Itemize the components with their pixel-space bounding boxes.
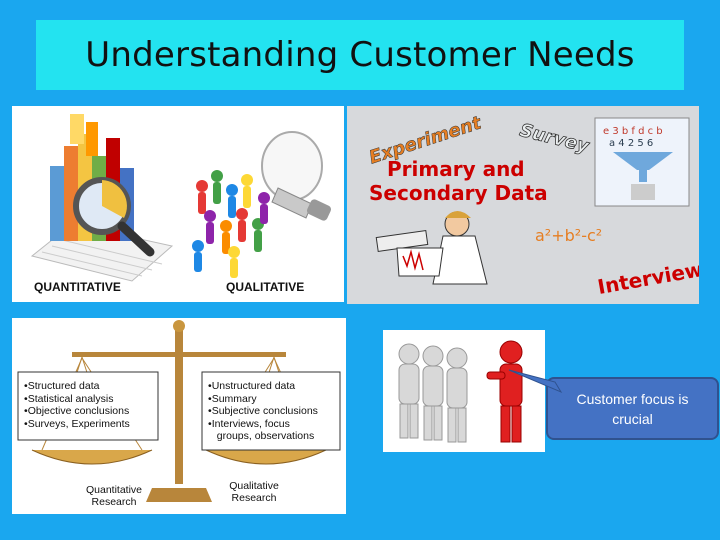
list-item: Unstructured data bbox=[208, 380, 318, 393]
data-collection-illustration: e 3 b f d c b a 4 2 5 6 bbox=[375, 117, 690, 285]
list-item: Surveys, Experiments bbox=[24, 418, 130, 431]
list-item: Subjective conclusions bbox=[208, 405, 318, 418]
slide-title: Understanding Customer Needs bbox=[85, 35, 635, 75]
quantitative-bullet-list: Structured data Statistical analysis Obj… bbox=[24, 380, 130, 430]
research-scale-panel: Structured data Statistical analysis Obj… bbox=[12, 318, 346, 514]
primary-secondary-data-panel: e 3 b f d c b a 4 2 5 6 Experiment Surve… bbox=[347, 106, 699, 304]
data-funnel-graphic: e 3 b f d c b a 4 2 5 6 bbox=[594, 117, 690, 207]
list-item: Summary bbox=[208, 393, 318, 406]
list-item: Interviews, focus bbox=[208, 418, 318, 431]
people-pawns-graphic bbox=[192, 170, 270, 278]
callout-text: Customer focus is crucial bbox=[576, 390, 689, 427]
svg-text:e 3 b f d c b: e 3 b f d c b bbox=[603, 126, 663, 137]
list-item: Statistical analysis bbox=[24, 393, 130, 406]
svg-text:a 4 2 5 6: a 4 2 5 6 bbox=[609, 138, 653, 149]
qualitative-bullet-list: Unstructured data Summary Subjective con… bbox=[208, 380, 318, 443]
list-item: Objective conclusions bbox=[24, 405, 130, 418]
scientist-graphic bbox=[375, 211, 488, 285]
callout-pointer bbox=[508, 369, 563, 394]
quant-qual-image-panel: QUANTITATIVE QUALITATIVE bbox=[12, 106, 344, 302]
list-item: Structured data bbox=[24, 380, 130, 393]
qualitative-caption: QUALITATIVE bbox=[226, 280, 305, 294]
light-bulb-icon bbox=[261, 131, 332, 221]
quant-qual-illustration bbox=[30, 114, 332, 282]
headline-line1: Primary and bbox=[387, 157, 525, 181]
quantitative-caption: QUANTITATIVE bbox=[34, 280, 121, 294]
list-item: groups, observations bbox=[216, 430, 315, 442]
customer-figures-panel bbox=[383, 330, 545, 452]
headline-line2: Secondary Data bbox=[369, 181, 548, 205]
red-figure-icon bbox=[486, 340, 523, 443]
magnifier-icon bbox=[73, 177, 155, 257]
equation-label: a²+b²-c² bbox=[535, 226, 603, 245]
quantitative-research-label: Quantitative Research bbox=[85, 484, 143, 508]
qualitative-research-label: Qualitative Research bbox=[229, 480, 279, 504]
customer-focus-callout: Customer focus is crucial bbox=[546, 377, 719, 440]
title-box: Understanding Customer Needs bbox=[36, 20, 684, 90]
people-figures-illustration bbox=[398, 340, 523, 443]
